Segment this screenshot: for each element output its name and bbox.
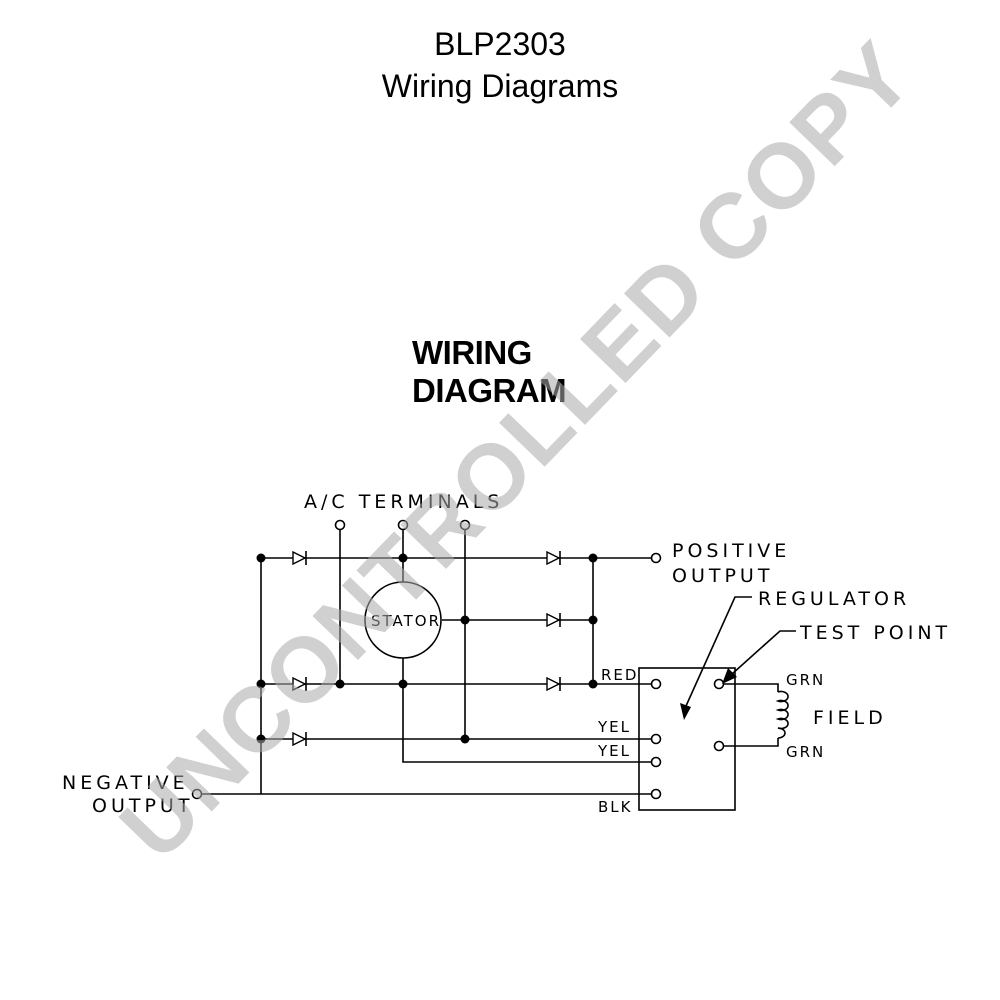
field-label: FIELD	[813, 707, 887, 729]
diode-icon	[546, 676, 561, 692]
junction-dot	[460, 615, 470, 625]
junction-dot	[588, 679, 598, 689]
page-subtitle: Wiring Diagrams	[381, 68, 619, 104]
diode-icon	[292, 550, 307, 566]
ac-terminal-3	[459, 519, 471, 531]
junction-dot	[256, 553, 266, 563]
wire-grn-bottom	[719, 738, 779, 747]
wires	[197, 525, 779, 795]
wire-label-yel-2: YEL	[597, 742, 631, 760]
junction-dot	[335, 679, 345, 689]
wire-label-blk: BLK	[598, 798, 632, 816]
junction-dot	[460, 734, 470, 744]
wire-grn-top	[719, 683, 779, 692]
junction-dot	[256, 734, 266, 744]
regulator-terminal-red	[650, 678, 662, 690]
regulator-terminal-blk	[650, 788, 662, 800]
stator-icon	[364, 581, 442, 659]
wire-label-grn-bottom: GRN	[786, 743, 825, 761]
positive-output-terminal	[650, 552, 662, 564]
field-terminal	[713, 740, 725, 752]
wire-yel-2	[402, 684, 655, 763]
diagram-heading: WIRING DIAGRAM	[412, 334, 567, 410]
test-point-terminal	[713, 678, 725, 690]
diagram-heading-line-2: DIAGRAM	[412, 372, 567, 409]
regulator-terminal-yel-1	[650, 733, 662, 745]
terminals	[191, 519, 725, 800]
diode-icon	[546, 612, 561, 628]
ac-terminal-2	[397, 519, 409, 531]
junction-dot	[588, 553, 598, 563]
junction-dot	[398, 553, 408, 563]
negative-output-label: NEGATIVE	[62, 772, 189, 794]
positive-output-label: POSITIVE	[672, 540, 790, 562]
negative-output-label-2: OUTPUT	[92, 795, 193, 817]
stator-label: STATOR	[371, 612, 441, 630]
positive-output-label-2: OUTPUT	[672, 565, 773, 587]
wire-label-yel-1: YEL	[597, 718, 631, 736]
junctions	[256, 553, 598, 744]
diode-icon	[292, 676, 307, 692]
test-point-leader	[722, 630, 796, 684]
field-coil-icon	[775, 690, 789, 739]
regulator-terminal-yel-2	[650, 756, 662, 768]
wire-label-red: RED	[601, 666, 638, 684]
junction-dot	[398, 679, 408, 689]
test-point-label: TEST POINT	[799, 622, 951, 644]
ac-terminal-1	[334, 519, 346, 531]
regulator-box	[638, 667, 736, 811]
wire-label-grn-top: GRN	[786, 671, 825, 689]
junction-dot	[588, 615, 598, 625]
ac-terminals-label: A/C TERMINALS	[304, 491, 503, 513]
regulator-leader	[680, 596, 752, 720]
negative-output-terminal	[191, 788, 203, 800]
diode-icon	[546, 550, 561, 566]
page-title: BLP2303	[434, 26, 566, 62]
regulator-label: REGULATOR	[758, 588, 910, 610]
junction-dot	[256, 679, 266, 689]
diode-icon	[292, 731, 307, 747]
diagram-heading-line-1: WIRING	[412, 334, 532, 371]
